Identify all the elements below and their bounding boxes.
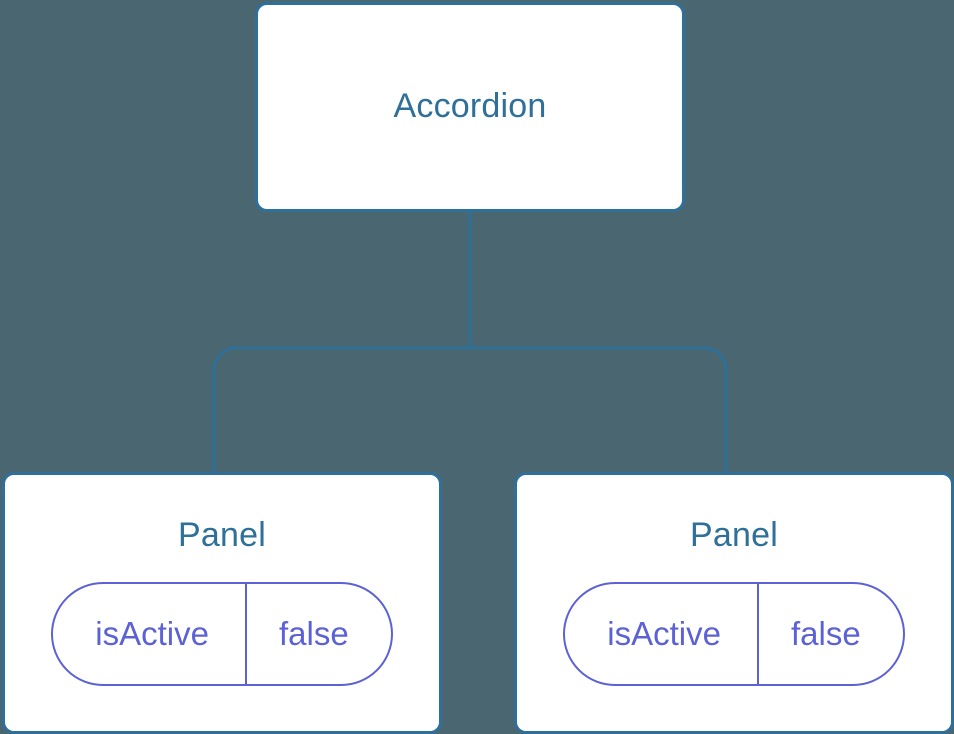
prop-key-isactive-left: isActive xyxy=(95,615,209,653)
prop-pill-right[interactable]: isActive false xyxy=(563,582,905,687)
prop-value-isactive-left: false xyxy=(244,584,391,685)
connector-branch-right xyxy=(470,346,728,478)
node-title-panel-left: Panel xyxy=(178,516,266,554)
prop-key-isactive-right: isActive xyxy=(607,615,721,653)
prop-pill-left[interactable]: isActive false xyxy=(51,582,393,687)
node-panel-left[interactable]: Panel isActive false xyxy=(2,472,442,734)
node-panel-right[interactable]: Panel isActive false xyxy=(514,472,954,734)
node-title-panel-right: Panel xyxy=(690,516,778,554)
node-title-accordion: Accordion xyxy=(393,87,547,126)
connector-branch-left xyxy=(212,346,470,478)
node-accordion[interactable]: Accordion xyxy=(255,2,685,212)
prop-value-isactive-right: false xyxy=(756,584,903,685)
